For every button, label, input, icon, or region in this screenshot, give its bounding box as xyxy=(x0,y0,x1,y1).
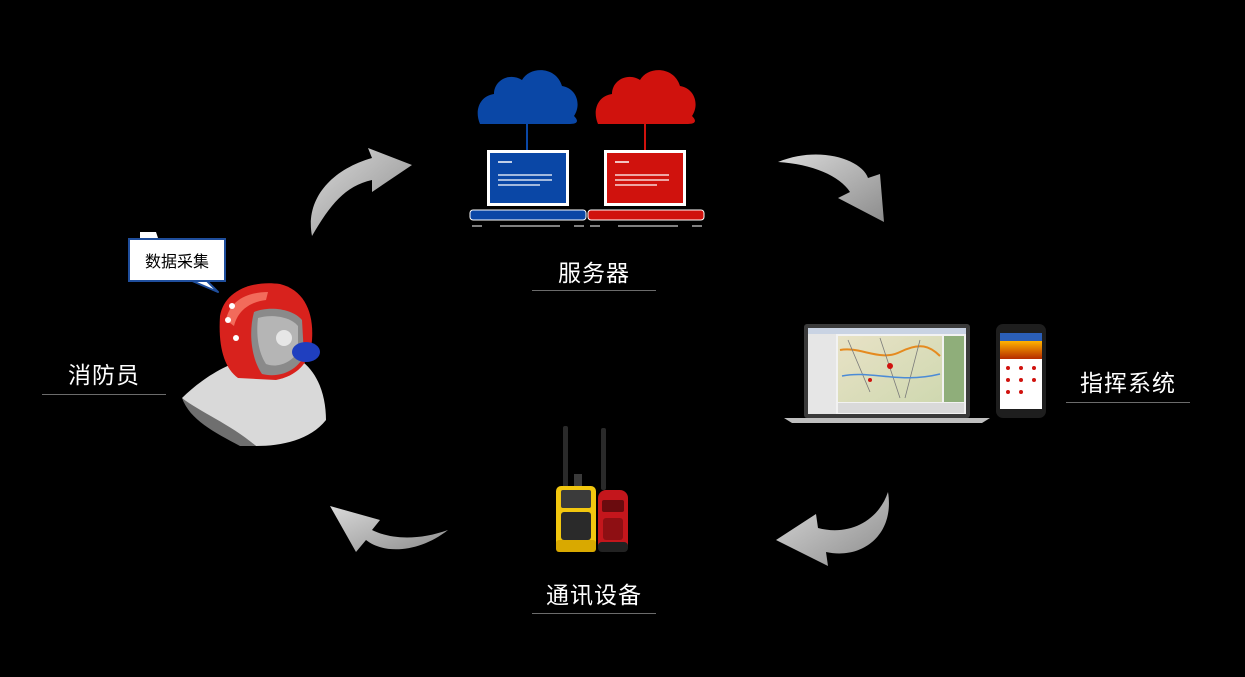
comms-device-label-underline xyxy=(532,613,656,614)
firefighter-label: 消防员 xyxy=(68,363,140,389)
cycle-arrow-to-server xyxy=(310,148,412,236)
smartphone-icon xyxy=(996,324,1046,418)
cycle-arrow-to-command xyxy=(778,154,884,222)
firefighter-helmet-icon xyxy=(182,283,326,446)
firefighter-label-underline xyxy=(42,394,166,395)
blue-cloud-icon xyxy=(477,70,578,124)
red-radio-icon xyxy=(598,428,628,552)
yellow-radio-icon xyxy=(556,426,596,552)
server-group xyxy=(469,70,705,227)
red-cloud-icon xyxy=(595,70,696,124)
comms-device-label: 通讯设备 xyxy=(546,583,642,609)
map-laptop-icon xyxy=(784,324,990,423)
cycle-arrow-to-comms xyxy=(776,492,889,566)
cycle-arrow-to-firefighter xyxy=(330,506,448,552)
command-group xyxy=(784,324,1046,423)
comms-group xyxy=(556,426,628,552)
callout-text: 数据采集 xyxy=(144,252,209,271)
server-label: 服务器 xyxy=(558,261,630,287)
command-system-label-underline xyxy=(1066,402,1190,403)
red-laptop-icon xyxy=(587,150,705,227)
command-system-label: 指挥系统 xyxy=(1080,371,1176,397)
data-collection-callout: 数据采集 xyxy=(128,238,226,282)
blue-laptop-icon xyxy=(469,150,587,227)
server-label-underline xyxy=(532,290,656,291)
